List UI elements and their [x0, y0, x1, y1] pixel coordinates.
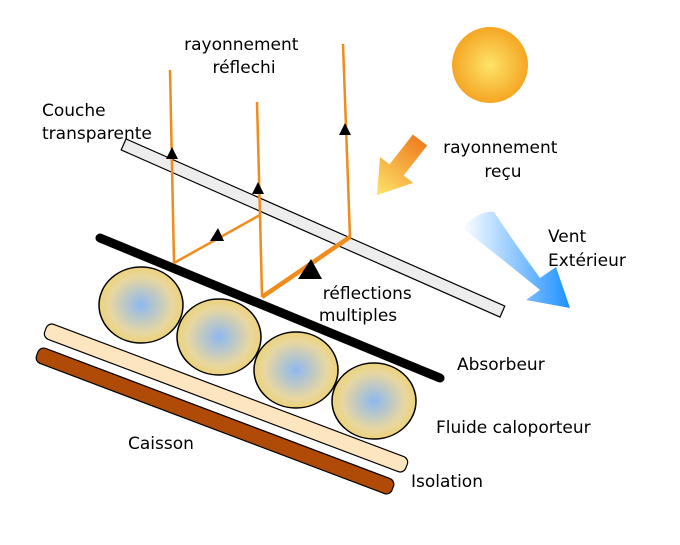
fluid-tube: [98, 266, 184, 344]
fluid-tube: [331, 362, 417, 440]
label-isolation: Isolation: [411, 472, 483, 492]
ray-paths: [168, 43, 352, 299]
label-fluide-caloporteur: Fluide caloporteur: [436, 418, 591, 438]
up-arrowhead-icon: [298, 259, 322, 279]
wind-arrow: [462, 211, 570, 308]
fluid-tube: [253, 331, 339, 409]
up-arrowhead-icon: [166, 147, 178, 159]
sun-icon: [452, 27, 528, 103]
label-absorbeur: Absorbeur: [457, 355, 545, 375]
ray-arrowheads: [166, 123, 351, 279]
label-reflections-multiples: réflections multiples: [319, 284, 417, 326]
up-arrowhead-icon: [252, 182, 264, 194]
label-caisson: Caisson: [128, 434, 194, 454]
label-rayonnement-reflechi: rayonnement réflechi: [184, 35, 304, 78]
transparent-cover: [120, 138, 506, 318]
label-vent-exterieur: Vent Extérieur: [548, 227, 626, 271]
insulation-panel: [43, 323, 409, 473]
label-couche-transparente: Couche transparente: [42, 101, 152, 144]
label-rayonnement-recu: rayonnement reçu: [443, 138, 563, 182]
up-arrowhead-icon: [210, 228, 224, 241]
absorber-plate: [95, 233, 445, 383]
fluid-tube: [176, 298, 262, 376]
casing-panel: [35, 347, 395, 495]
fluid-tubes: [98, 266, 417, 440]
incoming-radiation-arrow: [376, 134, 428, 196]
up-arrowhead-icon: [339, 123, 351, 135]
